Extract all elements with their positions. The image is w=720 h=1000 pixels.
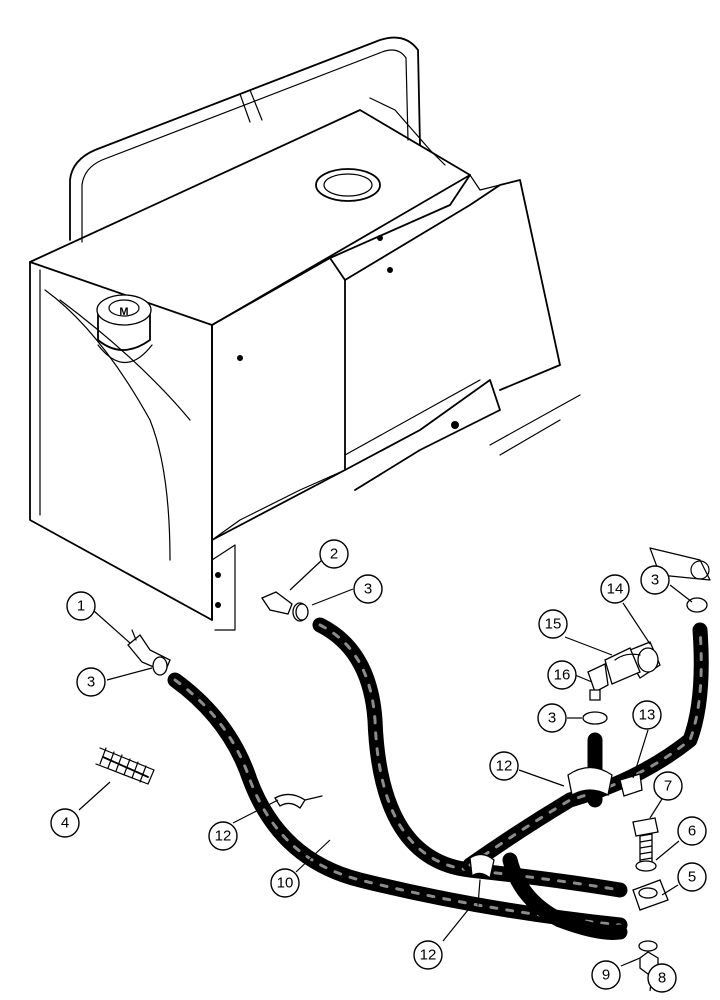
svg-text:16: 16 bbox=[554, 667, 571, 684]
svg-text:12: 12 bbox=[215, 828, 232, 845]
svg-text:10: 10 bbox=[277, 875, 294, 892]
svg-text:3: 3 bbox=[87, 674, 95, 691]
callout-15: 15 bbox=[538, 609, 568, 639]
svg-text:15: 15 bbox=[545, 616, 562, 633]
callout-7: 7 bbox=[653, 771, 683, 801]
callout-3-c: 3 bbox=[537, 703, 567, 733]
callout-16: 16 bbox=[547, 660, 577, 690]
svg-text:12: 12 bbox=[496, 758, 513, 775]
leader-lines bbox=[78, 559, 693, 992]
callout-12-c: 12 bbox=[489, 751, 519, 781]
fuel-tank-assembly: M bbox=[29, 36, 581, 631]
svg-text:8: 8 bbox=[658, 970, 666, 987]
svg-text:12: 12 bbox=[420, 947, 437, 964]
clamp-5 bbox=[632, 879, 669, 911]
callout-4: 4 bbox=[50, 808, 80, 838]
callout-12-a: 12 bbox=[208, 821, 238, 851]
svg-text:14: 14 bbox=[607, 581, 624, 598]
svg-text:2: 2 bbox=[330, 546, 338, 563]
svg-text:5: 5 bbox=[688, 869, 696, 886]
svg-text:6: 6 bbox=[688, 823, 696, 840]
callout-3-b: 3 bbox=[76, 667, 106, 697]
callouts: 1 2 3 3 3 3 4 5 6 7 8 9 10 12 12 12 13 1… bbox=[50, 539, 707, 993]
callout-10: 10 bbox=[270, 868, 300, 898]
spring-4 bbox=[95, 747, 155, 785]
svg-text:3: 3 bbox=[651, 572, 659, 589]
fuel-cap: M bbox=[96, 294, 153, 363]
svg-text:4: 4 bbox=[61, 815, 69, 832]
elbow-16 bbox=[587, 663, 609, 701]
fittings bbox=[95, 547, 711, 975]
callout-14: 14 bbox=[600, 574, 630, 604]
svg-text:7: 7 bbox=[664, 778, 672, 795]
svg-text:3: 3 bbox=[364, 581, 372, 598]
svg-text:1: 1 bbox=[77, 598, 85, 615]
callout-13: 13 bbox=[632, 700, 662, 730]
callout-3-d: 3 bbox=[640, 565, 670, 595]
callout-6: 6 bbox=[677, 816, 707, 846]
callout-1: 1 bbox=[66, 591, 96, 621]
callout-9: 9 bbox=[591, 960, 621, 990]
svg-text:3: 3 bbox=[548, 710, 556, 727]
callout-3-a: 3 bbox=[353, 574, 383, 604]
callout-12-b: 12 bbox=[413, 940, 443, 970]
callout-2: 2 bbox=[319, 539, 349, 569]
callout-5: 5 bbox=[677, 862, 707, 892]
svg-text:9: 9 bbox=[602, 967, 610, 984]
coupler-15 bbox=[604, 647, 641, 685]
callout-8: 8 bbox=[647, 963, 677, 993]
fuel-valve-14 bbox=[624, 641, 661, 679]
fuel-cap-mark: M bbox=[119, 306, 128, 318]
svg-text:13: 13 bbox=[639, 707, 656, 724]
